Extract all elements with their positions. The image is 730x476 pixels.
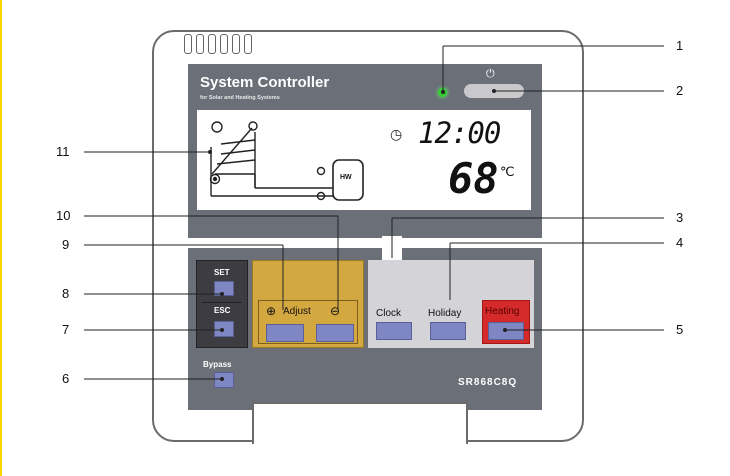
callout-5: 5: [676, 322, 684, 337]
callout-6: 6: [62, 371, 70, 386]
holiday-button[interactable]: [430, 322, 466, 340]
device-subtitle: for Solar and Heating Systems: [200, 95, 280, 101]
callout-2: 2: [676, 83, 684, 98]
pump-icon: [209, 166, 326, 201]
hot-water-tank: [332, 159, 364, 201]
tank-label: HW: [340, 174, 352, 181]
esc-label: ESC: [214, 306, 231, 315]
vent-slot: [244, 34, 252, 54]
set-button[interactable]: [214, 281, 234, 296]
time-readout: 12:00: [418, 116, 501, 150]
adjust-label: Adjust: [283, 306, 311, 317]
callout-9: 9: [62, 237, 70, 252]
vent-slot: [184, 34, 192, 54]
vent-slot: [232, 34, 240, 54]
clock-icon: ◷: [390, 126, 403, 142]
callout-10: 10: [56, 208, 71, 223]
vent-slot: [220, 34, 228, 54]
minus-button[interactable]: [316, 324, 354, 342]
callout-11: 11: [56, 144, 70, 159]
group-divider: [202, 302, 242, 303]
set-label: SET: [214, 268, 230, 277]
heating-label: Heating: [485, 306, 520, 317]
clock-button[interactable]: [376, 322, 412, 340]
model-number: SR868C8Q: [458, 377, 518, 388]
callout-8: 8: [62, 286, 70, 301]
plus-button[interactable]: [266, 324, 304, 342]
system-schematic: [209, 121, 364, 201]
vent-slot: [196, 34, 204, 54]
callout-7: 7: [62, 322, 70, 337]
bypass-button[interactable]: [214, 372, 234, 388]
image-edge: [0, 0, 2, 476]
adjust-frame: [258, 300, 358, 344]
holiday-label: Holiday: [428, 308, 462, 319]
clock-label: Clock: [376, 308, 402, 319]
device-title: System Controller: [200, 74, 330, 91]
esc-button[interactable]: [214, 321, 234, 337]
plus-icon: ⊕: [266, 304, 277, 318]
minus-icon: ⊖: [330, 304, 341, 318]
bypass-label: Bypass: [203, 360, 232, 369]
temperature-readout: 68: [448, 154, 499, 203]
callout-3: 3: [676, 210, 684, 225]
vent-slot: [208, 34, 216, 54]
temperature-unit: ℃: [500, 164, 515, 179]
callout-1: 1: [676, 38, 684, 53]
device-stand: [252, 402, 468, 444]
solar-collector-icon: [210, 121, 335, 197]
callout-4: 4: [676, 235, 684, 250]
power-icon: ⏻: [486, 68, 495, 80]
